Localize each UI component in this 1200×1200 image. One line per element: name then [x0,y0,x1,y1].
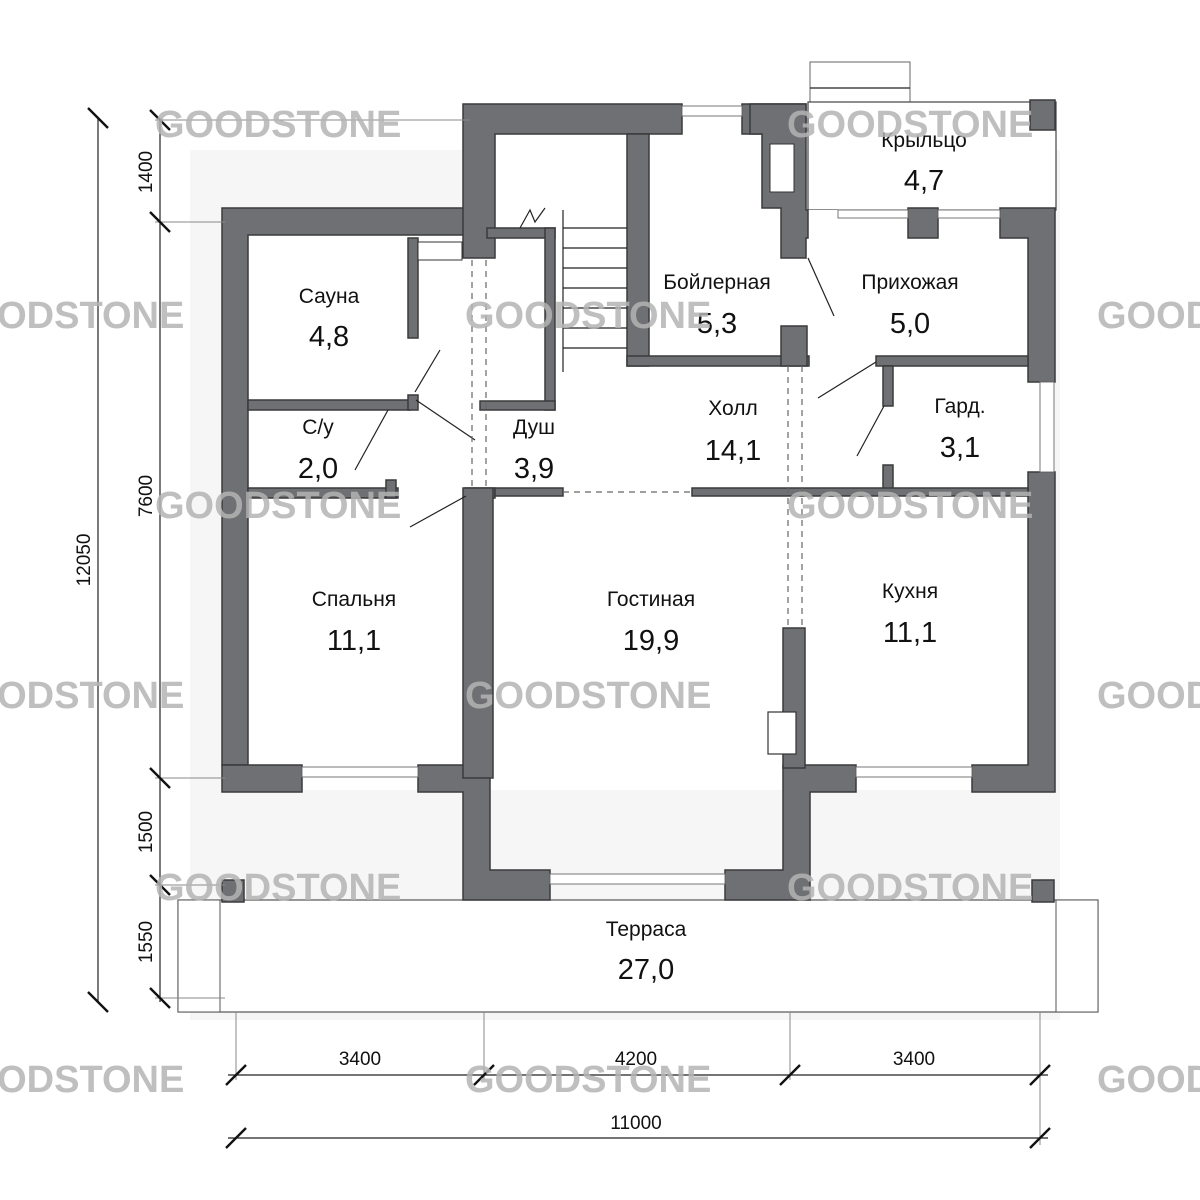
watermark: GOODSTONE [1097,1059,1200,1101]
wc-area: 2,0 [298,453,338,485]
watermark: GOODSTONE [465,1059,711,1101]
door-swings [354,257,885,528]
living-label: Гостиная [607,588,695,611]
watermark: GOODSTONE [787,867,1033,909]
watermark: GOODSTONE [155,104,401,146]
bottom-dimensions: 3400 4200 3400 11000 [225,1049,1051,1149]
watermark: GOODSTONE [465,295,711,337]
terrace-deck [177,899,1099,1013]
watermark: GOODSTONE [0,675,184,717]
watermark: GOODSTONE [0,295,184,337]
watermark: GOODSTONE [465,675,711,717]
boiler-label: Бойлерная [663,271,770,294]
watermarks: GOODSTONE GOODSTONE GOODSTONE GOODSTONE … [0,104,1200,1101]
terrace-area: 27,0 [618,954,674,986]
sauna-label: Сауна [299,285,360,308]
staircase [519,207,627,372]
kitchen-label: Кухня [882,580,938,603]
dim-3400-left: 3400 [339,1049,381,1070]
bedroom-area: 11,1 [327,625,381,657]
watermark: GOODSTONE [0,1059,184,1101]
sauna-area: 4,8 [309,321,349,353]
room-labels: Крыльцо 4,7 Бойлерная 5,3 Прихожая 5,0 С… [298,129,986,986]
kitchen-area: 11,1 [883,617,937,649]
grid-lines [155,119,1041,1145]
watermark: GOODSTONE [155,867,401,909]
entry-label: Прихожая [861,271,958,294]
watermark: GOODSTONE [1097,295,1200,337]
wardrobe-label: Гард. [934,395,985,418]
watermark: GOODSTONE [787,485,1033,527]
dim-3400-right: 3400 [893,1049,935,1070]
porch-area: 4,7 [904,165,944,197]
shower-label: Душ [513,416,555,439]
opening-lines [471,260,803,628]
wardrobe-area: 3,1 [940,432,980,464]
watermark: GOODSTONE [787,104,1033,146]
dim-11000: 11000 [610,1113,661,1134]
interior-floor [222,104,1055,790]
porch-label: Крыльцо [881,129,967,152]
boiler-area: 5,3 [697,308,737,340]
hall-area: 14,1 [705,435,761,467]
left-dimensions: 1400 7600 1500 1550 12050 [74,107,171,1013]
porch-steps [809,61,911,103]
hall-label: Холл [708,397,758,420]
entry-area: 5,0 [890,308,930,340]
windows [301,105,1055,885]
dim-12050: 12050 [74,534,95,587]
living-area: 19,9 [623,625,679,657]
dim-4200: 4200 [615,1049,657,1070]
shower-area: 3,9 [514,453,554,485]
interior-walls [247,103,1029,779]
watermark: GOODSTONE [1097,675,1200,717]
dim-1550: 1550 [136,921,157,963]
watermark: GOODSTONE [155,485,401,527]
bedroom-label: Спальня [312,588,396,611]
wc-label: С/у [302,416,334,439]
terrace-label: Терраса [606,918,687,941]
dim-1400: 1400 [136,151,157,193]
dim-7600: 7600 [136,475,157,517]
dim-1500: 1500 [136,811,157,853]
